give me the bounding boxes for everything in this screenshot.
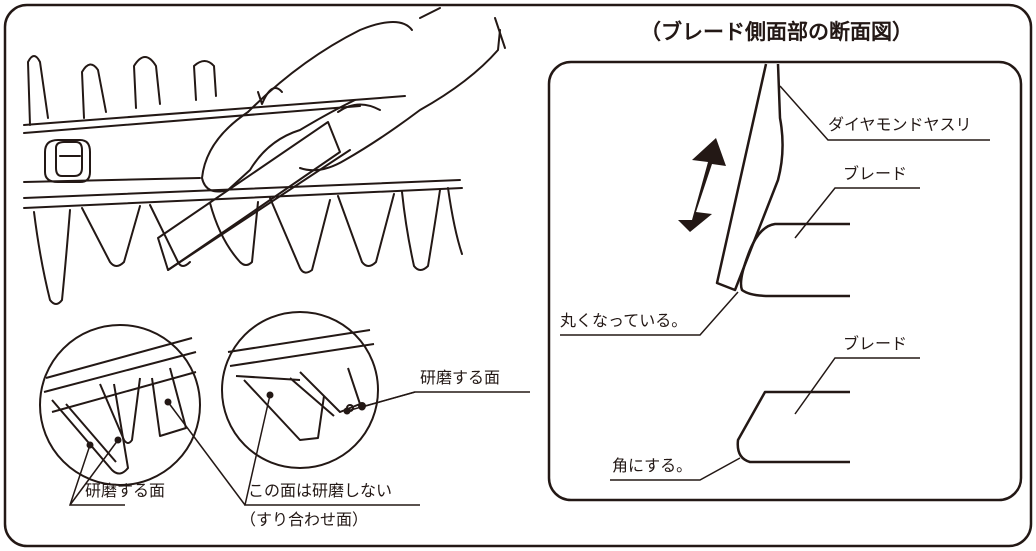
section-leader-lines bbox=[560, 85, 990, 481]
outer-frame bbox=[3, 3, 1033, 548]
detail-circle-left bbox=[39, 324, 201, 486]
section-figure bbox=[715, 63, 850, 464]
polish-surface-right-label: 研磨する面 bbox=[420, 368, 501, 387]
main-blade-illustration bbox=[23, 7, 506, 305]
blade-bottom-label: ブレード bbox=[843, 334, 908, 353]
blade-top-label: ブレード bbox=[843, 164, 908, 183]
no-polish-surface-label: この面は研磨しない bbox=[248, 481, 393, 500]
detail-circle-right bbox=[221, 311, 379, 469]
detail-leader-lines bbox=[68, 391, 530, 506]
up-down-arrow-icon bbox=[678, 138, 726, 232]
detail-leader-dots bbox=[86, 391, 366, 449]
rounded-edge-label: 丸くなっている。 bbox=[560, 311, 688, 330]
diamond-file-label: ダイヤモンドヤスリ bbox=[828, 115, 972, 134]
section-panel bbox=[547, 60, 1023, 502]
section-title: （ブレード側面部の断面図） bbox=[640, 20, 913, 44]
square-edge-label: 角にする。 bbox=[612, 456, 693, 475]
mating-surface-label: （すり合わせ面） bbox=[240, 510, 369, 529]
polish-surface-left-label: 研磨する面 bbox=[85, 481, 166, 500]
